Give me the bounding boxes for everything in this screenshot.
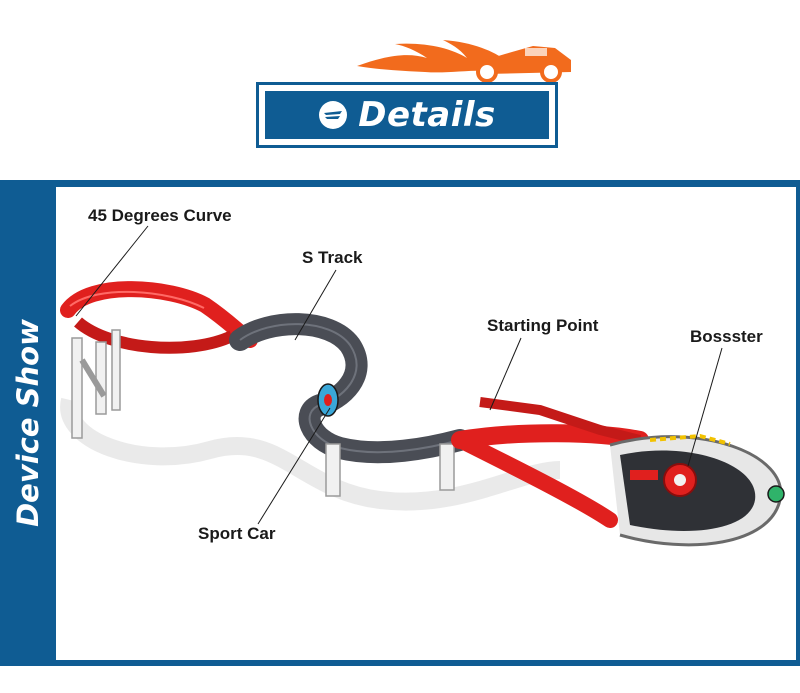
flame-race-car-icon	[357, 40, 571, 83]
label-sport-car: Sport Car	[198, 524, 276, 543]
label-starting-point: Starting Point	[487, 316, 599, 335]
page-title: Details	[358, 95, 496, 135]
product-photo-area	[56, 187, 796, 660]
label-booster: Bossster	[690, 327, 763, 346]
label-s-track: S Track	[302, 248, 363, 267]
label-45-degrees-curve: 45 Degrees Curve	[88, 206, 232, 225]
device-show-panel: Device Show	[0, 180, 800, 666]
wing-emblem-icon	[319, 101, 348, 129]
bottom-margin	[0, 666, 800, 693]
side-title: Device Show	[0, 180, 56, 666]
details-badge: Details	[256, 82, 558, 148]
side-title-text: Device Show	[11, 319, 46, 527]
